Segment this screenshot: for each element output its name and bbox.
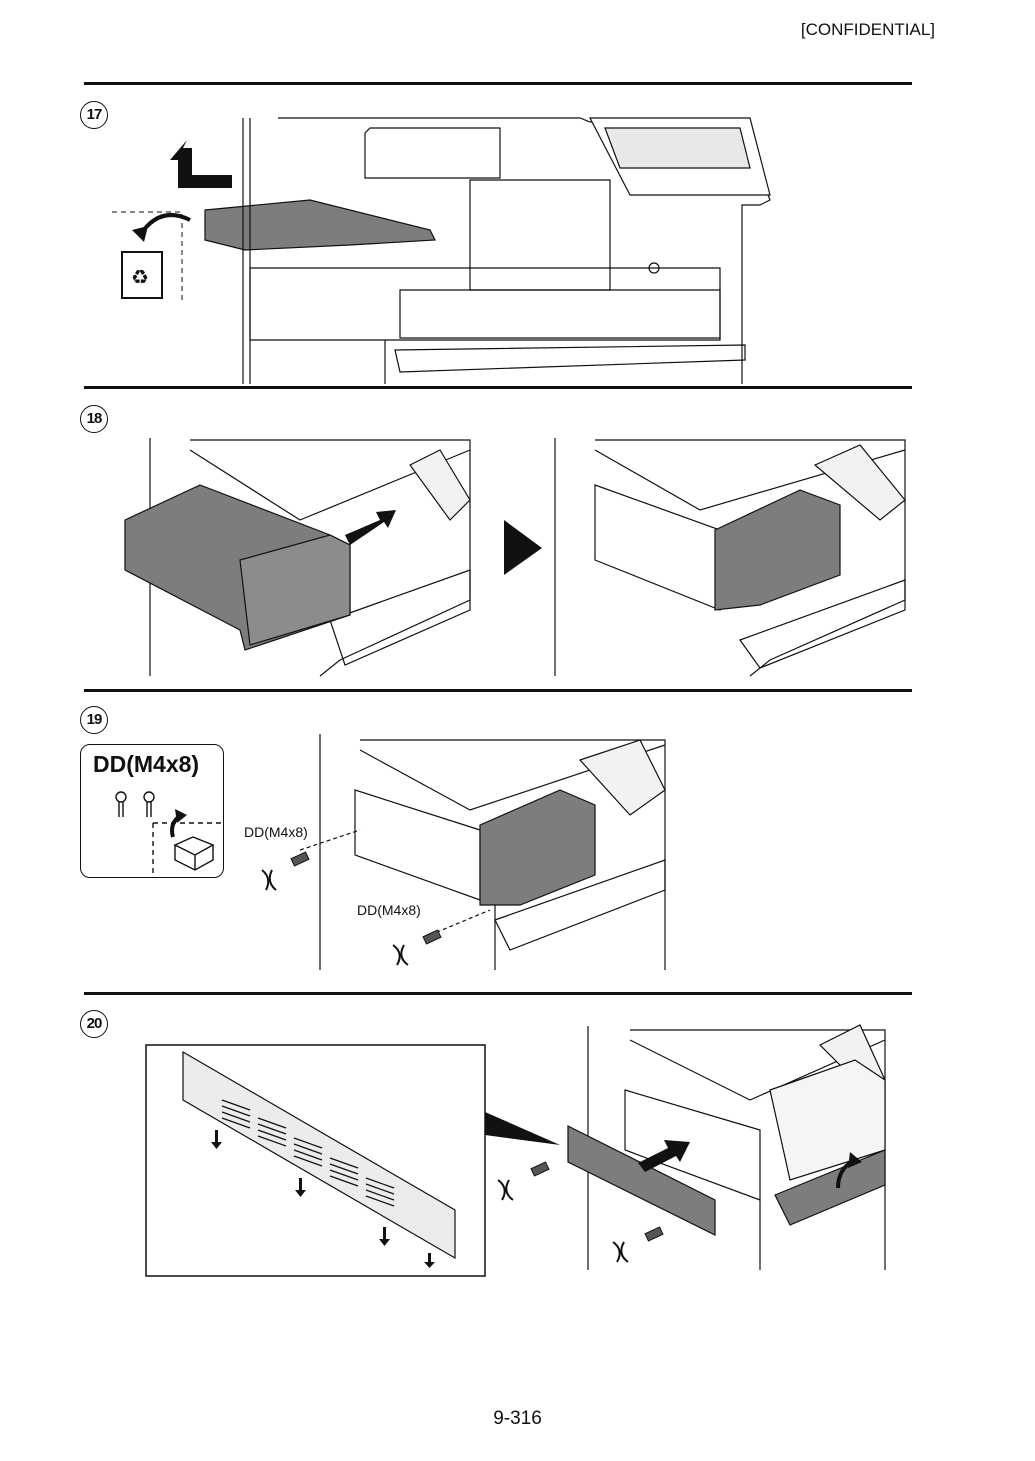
rotate-arrows-icon xyxy=(261,869,409,966)
page-number: 9-316 xyxy=(493,1408,542,1429)
step-number-17: 17 xyxy=(80,101,108,129)
step-number-19: 19 xyxy=(80,706,108,734)
section-divider xyxy=(84,992,912,995)
rear-cover-panel xyxy=(182,1050,456,1260)
section-divider xyxy=(84,82,912,85)
recycle-bin-icon xyxy=(121,251,163,299)
confidential-mark: [CONFIDENTIAL] xyxy=(800,20,935,39)
next-step-arrow-icon xyxy=(504,520,542,575)
parts-box: DD(M4x8) xyxy=(80,744,224,878)
screw-callout: DD(M4x8) xyxy=(357,902,421,918)
detail-zoom-box xyxy=(145,1044,486,1277)
svg-text:♻: ♻ xyxy=(131,265,149,289)
remove-arrow-icon xyxy=(170,140,232,188)
screw-callout: DD(M4x8) xyxy=(244,824,308,840)
step-number-20: 20 xyxy=(80,1010,108,1038)
screw-icon xyxy=(530,1161,664,1242)
screw-icon xyxy=(290,851,442,945)
step-18-illustration xyxy=(124,438,906,677)
step-19-illustration xyxy=(261,734,666,970)
step-20-illustration xyxy=(145,1024,886,1277)
part-box-title: DD(M4x8) xyxy=(93,751,200,777)
parts-box-icon xyxy=(115,791,221,873)
step-number-18: 18 xyxy=(80,405,108,433)
step-17-illustration: ♻ xyxy=(112,117,771,384)
rotate-arrows-icon xyxy=(497,1179,629,1263)
section-divider xyxy=(84,386,912,389)
section-divider xyxy=(84,689,912,692)
